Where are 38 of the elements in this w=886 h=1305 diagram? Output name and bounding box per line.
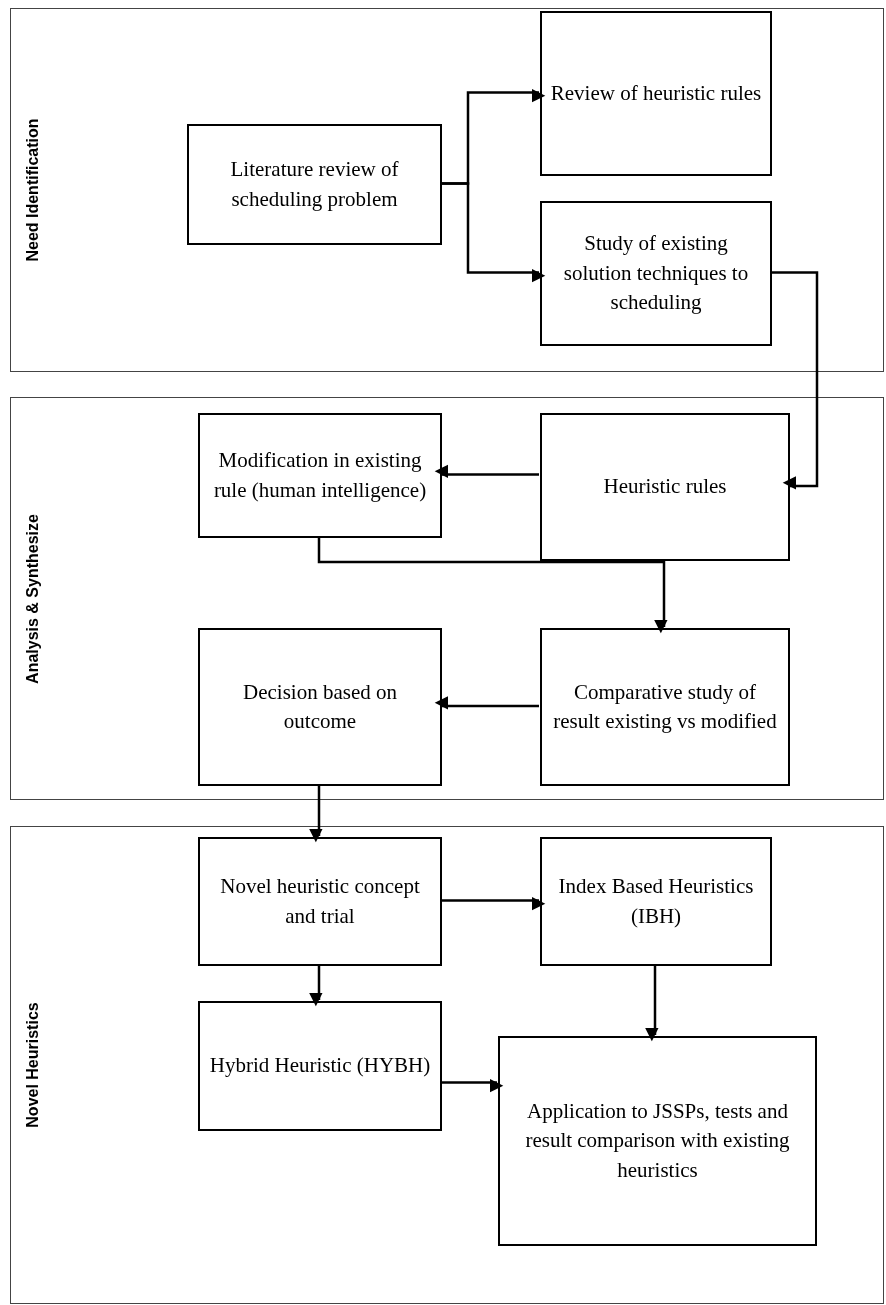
process-box (540, 413, 790, 561)
phase-band (10, 826, 884, 1304)
process-box (198, 628, 442, 786)
arrow (441, 182, 546, 283)
arrow (434, 696, 539, 710)
arrow (441, 1079, 504, 1093)
process-box (540, 628, 790, 786)
box-text: Comparative study of result existing vs modified (552, 678, 778, 735)
box-text: Index Based Heuristics (IBH) (557, 873, 755, 930)
process-box (498, 1036, 817, 1246)
process-box (187, 124, 442, 245)
box-text: Modification in existing rule (human intelligence) (212, 447, 428, 504)
box-text: Heuristic rules (603, 473, 727, 501)
process-box (198, 413, 442, 538)
arrow (645, 965, 659, 1042)
process-box (540, 837, 772, 966)
box-text: Review of heuristic rules (550, 79, 762, 107)
phase-band (10, 397, 884, 800)
process-box (540, 11, 772, 176)
process-box (198, 837, 442, 966)
phase-band (10, 8, 884, 372)
phase-label: Novel Heuristics (23, 1002, 42, 1128)
box-text: Study of existing solution techniques to scheduling (562, 230, 750, 317)
arrow (434, 464, 539, 478)
phase-label: Need Identification (23, 118, 42, 262)
box-text: Decision based on outcome (242, 678, 398, 735)
arrow (317, 537, 668, 634)
process-box (540, 201, 772, 346)
box-text: Novel heuristic concept and trial (219, 873, 421, 930)
arrow (309, 965, 323, 1007)
box-text: Application to JSSPs, tests and result comparison with existing heuristics (524, 1097, 791, 1184)
process-box (198, 1001, 442, 1131)
arrow (309, 785, 323, 843)
phase-label: Analysis & Synthesize (23, 513, 42, 684)
arrow (771, 271, 819, 490)
arrow (441, 897, 546, 911)
box-text: Literature review of scheduling problem (229, 156, 400, 213)
box-text: Hybrid Heuristic (HYBH) (209, 1052, 431, 1080)
